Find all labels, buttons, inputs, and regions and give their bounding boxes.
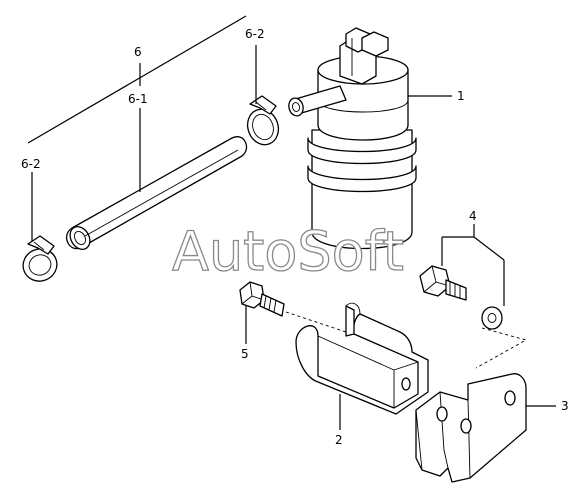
callout-label-1: 1: [457, 89, 465, 103]
callout-label-6-2-left: 6-2: [21, 157, 41, 171]
callout-label-4: 4: [469, 209, 477, 223]
callout-6-1: 6-1: [128, 92, 148, 192]
callout-6-2-top: 6-2: [245, 27, 265, 104]
bolt-with-washer: [419, 265, 503, 330]
callout-label-3: 3: [561, 399, 569, 413]
callout-label-2: 2: [335, 433, 343, 447]
bolt: [239, 281, 285, 317]
callout-1: 1: [408, 89, 465, 103]
callout-6-2-left: 6-2: [21, 157, 41, 242]
callout-2: 2: [335, 394, 343, 447]
callout-label-6-2-top: 6-2: [245, 27, 265, 41]
hose: [66, 136, 248, 250]
strap-holder: [285, 302, 429, 415]
callout-label-5: 5: [241, 347, 249, 361]
callout-label-6: 6: [134, 45, 142, 59]
hose-clamp-top: [246, 95, 280, 146]
mounting-bracket: [415, 327, 528, 483]
canister: [288, 27, 417, 250]
hose-clamp-left: [22, 235, 58, 282]
callout-group-6: 6: [27, 15, 247, 144]
callout-5: 5: [241, 306, 249, 361]
callout-label-6-1: 6-1: [128, 92, 148, 106]
callout-3: 3: [526, 399, 569, 413]
watermark: AutoSoft: [172, 220, 404, 283]
callout-4: 4: [441, 209, 505, 306]
